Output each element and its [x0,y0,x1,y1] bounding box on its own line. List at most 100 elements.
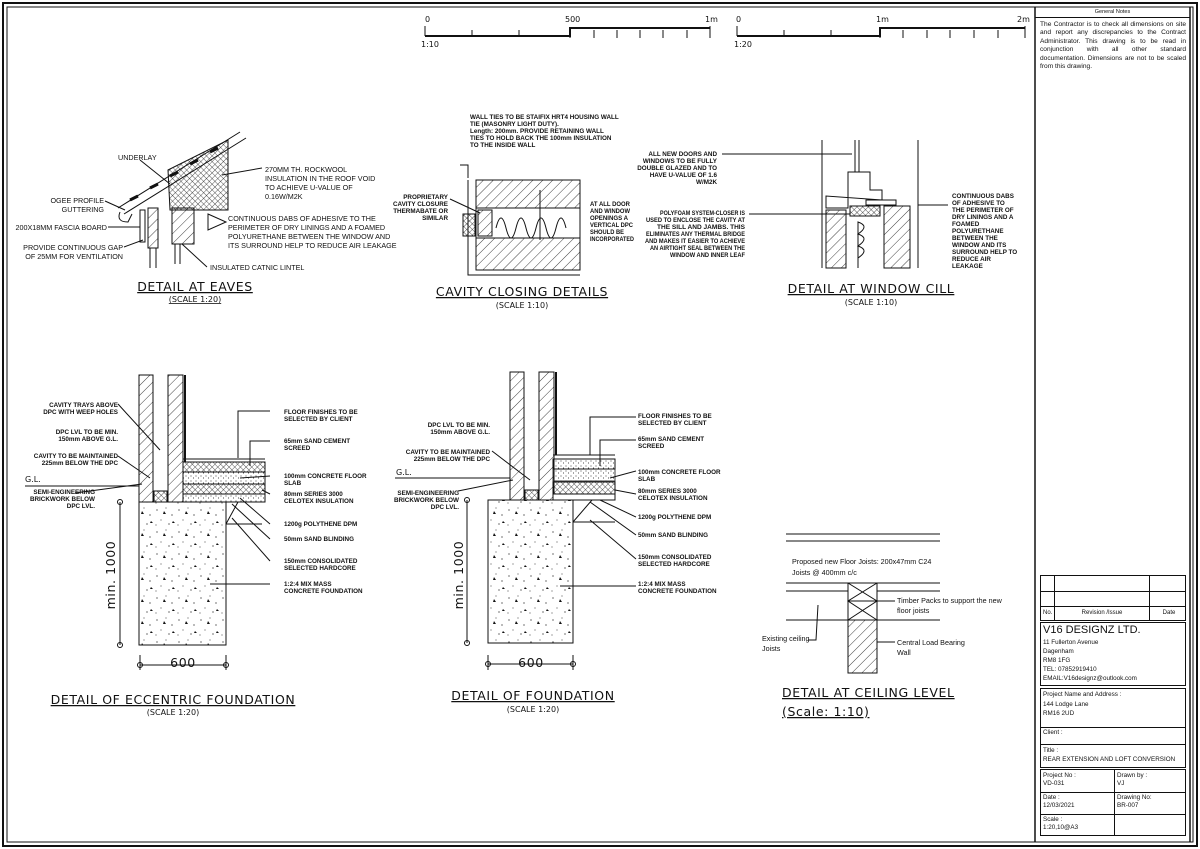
label-trays: DPC WITH WEEP HOLES [43,409,118,416]
label-polyfoam: AN AIRTIGHT SEAL BETWEEN THE [650,245,745,252]
label-dabs: CONTINUOUS DABS [952,193,1014,200]
label-cavity: 225mm BELOW THE DPC [414,456,491,463]
label-slab: 100mm CONCRETE FLOOR [638,469,721,476]
label-polyfoam: POLYFOAM SYSTEM-CLOSER IS [660,210,745,217]
label-insulation: CELOTEX INSULATION [638,495,708,502]
scale-label: 0 [736,15,741,24]
detail-window-cill: ALL NEW DOORS AND WINDOWS TO BE FULLY DO… [637,140,1017,307]
drawing-no-label: Drawing No: [1117,794,1152,801]
label-doors: HAVE U-VALUE OF 1.6 [650,172,718,179]
label-semi: DPC LVL. [67,503,95,510]
scale-label: 500 [565,15,580,24]
label-vertical-dpc: AT ALL DOOR [590,201,630,208]
label-concrete: CONCRETE FOUNDATION [638,588,717,595]
date-label: Date : [1043,794,1060,801]
label-underlay: UNDERLAY [118,153,157,162]
label-hardcore: SELECTED HARDCORE [638,561,710,568]
label-rockwool: INSULATION IN THE ROOF VOID [265,174,375,183]
detail-scale: (SCALE 1:20) [507,705,559,714]
label-timber-packs: floor joists [897,606,930,615]
label-dabs: POLYURETHANE [952,228,1004,235]
dimension-width: 600 [518,655,544,670]
label-blinding: 50mm SAND BLINDING [284,536,354,543]
company-phone: TEL: 07852919410 [1043,666,1097,673]
detail-foundation: min. 1000 600 DPC LVL TO BE MIN. 150mm A… [394,371,721,714]
label-polyfoam: WINDOW AND INNER LEAF [670,252,745,259]
label-dpc: 150mm ABOVE G.L. [58,436,118,443]
label-existing-joists: Existing ceiling [762,634,810,643]
general-notes-header: General Notes [1094,9,1131,15]
label-wall-ties: Length: 200mm. PROVIDE RETAINING WALL [470,128,604,135]
scale-label: 1m [876,15,889,24]
rev-col-no: No. [1043,610,1053,616]
dimension-depth: min. 1000 [103,541,118,610]
label-dabs: REDUCE AIR [952,256,991,263]
company-address: 11 Fullerton Avenue [1043,639,1099,646]
label-polyfoam: ELIMINATES ANY THERMAL BRIDGE [646,231,745,238]
label-floor: FLOOR FINISHES TO BE [284,409,358,416]
label-dabs: SURROUND HELP TO [952,249,1017,256]
label-cavity: CAVITY TO BE MAINTAINED [406,449,491,456]
label-rockwool: TO ACHIEVE U-VALUE OF [265,183,353,192]
label-vertical-dpc: AND WINDOW [590,208,630,215]
company-address: Dagenham [1043,648,1074,655]
scale-value: 1:20,10@A3 [1043,824,1079,831]
label-wall-ties: WALL TIES TO BE STAIFIX HRT4 HOUSING WAL… [470,114,619,121]
project-no: VD-031 [1043,780,1065,787]
label-slab: SLAB [284,480,302,487]
label-load-bearing-wall: Central Load Bearing [897,638,965,647]
label-closure: SIMILAR [422,215,448,222]
drawn-by: VJ [1117,780,1125,787]
label-vertical-dpc: SHOULD BE [590,229,624,236]
label-joists: Joists @ 400mm c/c [792,568,857,577]
label-blinding: 50mm SAND BLINDING [638,532,708,539]
rev-col-revision: Revision /Issue [1081,610,1123,616]
scale-label: Scale : [1043,816,1063,823]
label-wall-ties: TIES TO HOLD BACK THE 100mm INSULATION [470,135,612,142]
label-floor: SELECTED BY CLIENT [638,420,707,427]
label-trays: CAVITY TRAYS ABOVE [49,402,118,409]
company-address: RM8 1FG [1043,657,1071,664]
label-existing-joists: Joists [762,644,781,653]
date: 12/03/2021 [1043,802,1075,809]
detail-eccentric-foundation: min. 1000 600 CAVITY TRAYS ABOVE DPC WIT… [25,374,367,717]
project-label: Project Name and Address : [1043,691,1122,698]
label-rockwool: 270MM TH. ROCKWOOL [265,165,347,174]
label-dabs: DRY LININGS AND A [952,214,1014,221]
label-wall-ties: TIE (MASONRY LIGHT DUTY). [470,121,559,128]
label-cavity: 225mm BELOW THE DPC [42,460,119,467]
label-screed: 65mm SAND CEMENT [284,438,350,445]
label-dabs: OF ADHESIVE TO [952,200,1005,207]
label-dabs: BETWEEN THE [952,235,998,242]
label-doors: W/M2K [696,179,717,186]
dimension-depth: min. 1000 [451,541,466,610]
revision-table: No. Revision /Issue Date [1040,575,1186,621]
label-semi: SEMI-ENGINEERING [397,490,459,497]
label-closure: THERMABATE OR [393,208,448,215]
label-cavity: CAVITY TO BE MAINTAINED [34,453,119,460]
label-polyfoam: THE SILL AND JAMBS. THIS [657,224,745,231]
label-dabs: PERIMETER OF DRY LININGS AND A FOAMED [228,223,385,232]
scale-bar-1-10: 0 500 1m 1:10 [421,15,718,49]
label-wall-ties: TO THE INSIDE WALL [470,142,535,149]
company-block: V16 DESIGNZ LTD. 11 Fullerton Avenue Dag… [1040,622,1186,686]
label-slab: 100mm CONCRETE FLOOR [284,473,367,480]
detail-scale: (SCALE 1:20) [169,295,221,304]
label-dabs: CONTINUOUS DABS OF ADHESIVE TO THE [228,214,376,223]
label-dpm: 1200g POLYTHENE DPM [284,521,357,528]
label-dpc: DPC LVL TO BE MIN. [428,422,491,429]
label-doors: WINDOWS TO BE FULLY [643,158,718,165]
label-insulation: 80mm SERIES 3000 [284,491,343,498]
label-semi: DPC LVL. [431,504,459,511]
label-vertical-dpc: VERTICAL DPC [590,222,633,229]
label-screed: SCREED [638,443,665,450]
label-vertical-dpc: INCORPORATED [590,236,634,243]
label-hardcore: 150mm CONSOLIDATED [638,554,712,561]
detail-title: DETAIL AT CEILING LEVEL [782,685,955,700]
project-block: Project Name and Address : 144 Lodge Lan… [1040,688,1186,768]
label-joists: Proposed new Floor Joists: 200x47mm C24 [792,557,931,566]
label-semi: SEMI-ENGINEERING [33,489,95,496]
label-concrete: CONCRETE FOUNDATION [284,588,363,595]
label-dabs: FOAMED [952,221,980,228]
